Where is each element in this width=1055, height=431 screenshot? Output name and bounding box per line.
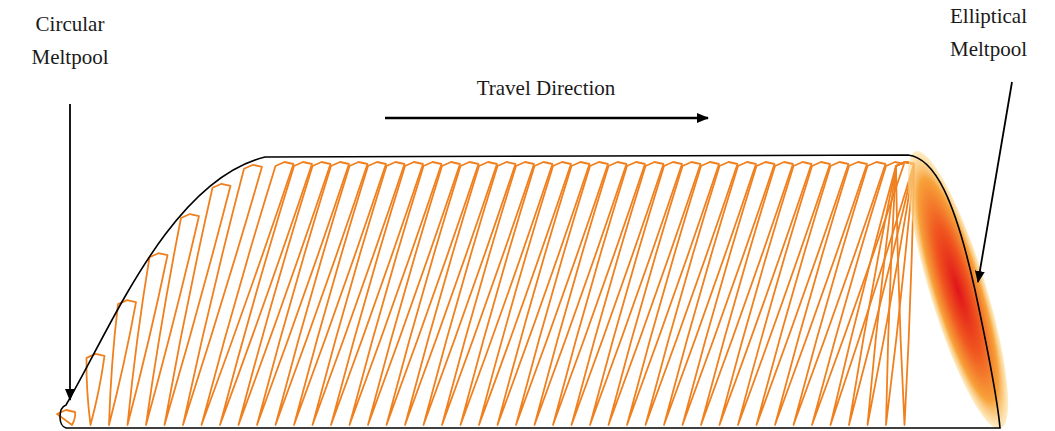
bead-outline bbox=[60, 155, 1000, 428]
label-text: Elliptical Meltpool bbox=[926, 0, 1051, 66]
meltpool-track bbox=[368, 162, 460, 425]
leader-line bbox=[69, 104, 71, 400]
meltpool-track bbox=[627, 162, 719, 425]
meltpool-track bbox=[313, 162, 405, 425]
meltpool-track bbox=[646, 162, 738, 425]
meltpool-track bbox=[664, 162, 756, 425]
meltpool-track bbox=[757, 162, 849, 425]
meltpool-track bbox=[572, 162, 664, 425]
meltpool-track bbox=[183, 165, 262, 425]
meltpool-track bbox=[128, 253, 168, 425]
meltpool-tracks bbox=[57, 162, 914, 425]
meltpool-track bbox=[220, 162, 312, 425]
meltpool-track bbox=[294, 162, 386, 425]
meltpool-track bbox=[535, 162, 627, 425]
meltpool-track bbox=[683, 162, 775, 425]
label-text: Travel Direction bbox=[416, 72, 676, 105]
meltpool-track bbox=[257, 162, 349, 425]
meltpool-track bbox=[831, 162, 915, 425]
label-text: Circular Meltpool bbox=[13, 8, 128, 74]
meltpool-track bbox=[202, 162, 294, 425]
meltpool-track bbox=[720, 162, 812, 425]
meltpool-track bbox=[387, 162, 479, 425]
meltpool-track bbox=[738, 162, 830, 425]
meltpool-track bbox=[849, 162, 914, 425]
meltpool-track bbox=[276, 162, 368, 425]
meltpool-track bbox=[461, 162, 553, 425]
meltpool-track bbox=[86, 354, 104, 425]
meltpool-track bbox=[701, 162, 793, 425]
meltpool-track bbox=[424, 162, 516, 425]
meltpool-track bbox=[553, 162, 645, 425]
meltpool-track bbox=[146, 214, 199, 425]
meltpool-track bbox=[590, 162, 682, 425]
meltpool-track bbox=[775, 162, 867, 425]
meltpool-track bbox=[405, 162, 497, 425]
meltpool-track bbox=[331, 162, 423, 425]
meltpool-track bbox=[442, 162, 534, 425]
meltpool-track bbox=[479, 162, 571, 425]
meltpool-track bbox=[609, 162, 701, 425]
meltpool-track bbox=[498, 162, 590, 425]
meltpool-track bbox=[516, 162, 608, 425]
meltpool-track bbox=[868, 162, 915, 425]
meltpool-track bbox=[239, 162, 331, 425]
leader-line bbox=[978, 82, 1012, 282]
meltpool-track bbox=[350, 162, 442, 425]
travel-arrow bbox=[385, 117, 708, 120]
elliptical-meltpool bbox=[889, 143, 1027, 431]
